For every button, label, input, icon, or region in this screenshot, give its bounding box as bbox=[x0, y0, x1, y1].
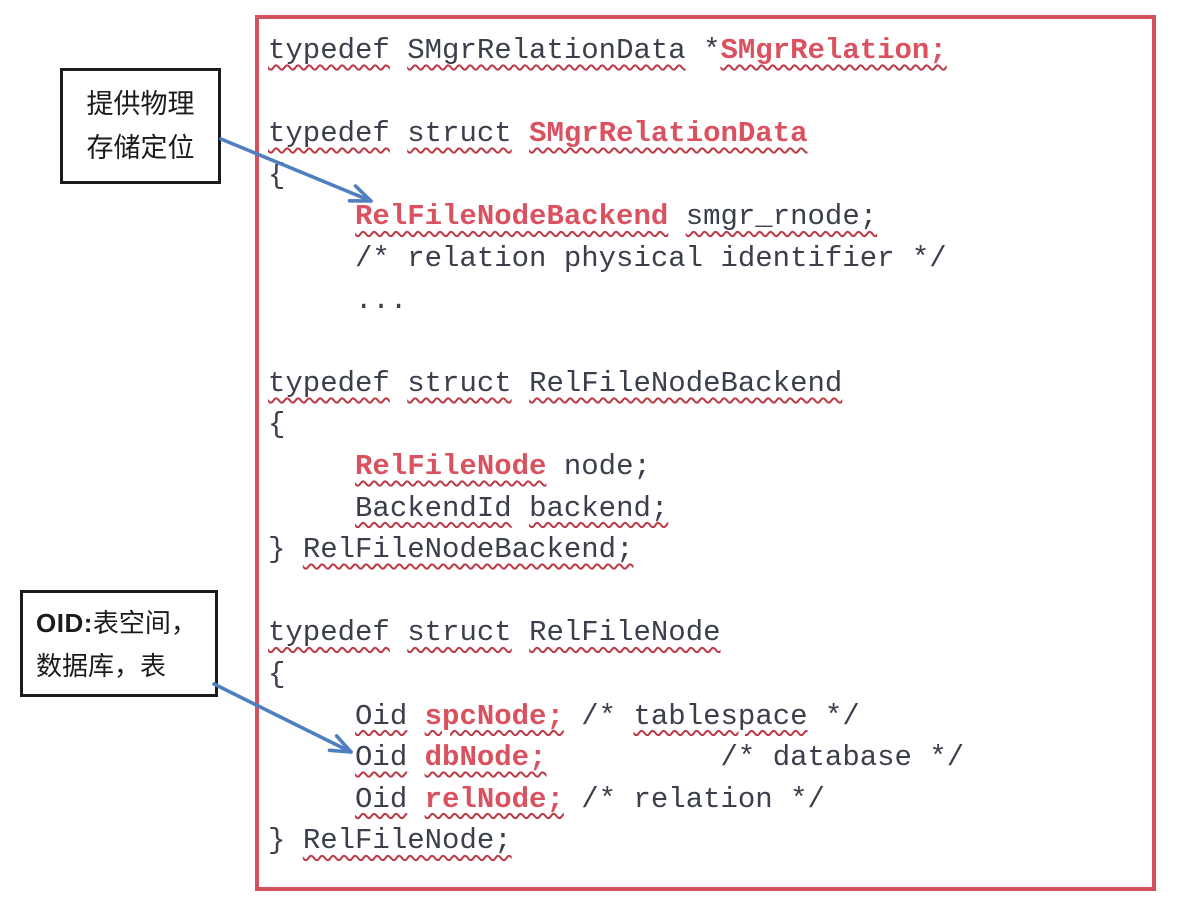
code-token: SMgrRelationData bbox=[407, 34, 686, 67]
code-token bbox=[668, 200, 685, 233]
code-line bbox=[268, 571, 1148, 613]
code-token-highlight: spcNode; bbox=[424, 699, 564, 733]
annotation-line: 提供物理 bbox=[86, 89, 195, 119]
code-token-highlight: relNode; bbox=[424, 782, 564, 816]
code-token bbox=[407, 783, 424, 816]
code-token bbox=[268, 200, 355, 233]
code-line: /* relation physical identifier */ bbox=[268, 238, 1148, 280]
code-line: Oid relNode; /* relation */ bbox=[268, 779, 1148, 821]
code-token bbox=[512, 492, 529, 525]
code-line: typedef struct SMgrRelationData bbox=[268, 113, 1148, 155]
code-line: ... bbox=[268, 280, 1148, 322]
code-token bbox=[390, 367, 407, 400]
code-token: Oid bbox=[355, 699, 408, 733]
code-token-highlight: RelFileNodeBackend bbox=[355, 200, 669, 234]
code-line: { bbox=[268, 404, 1148, 446]
code-token-highlight: RelFileNode bbox=[355, 449, 547, 483]
code-line: BackendId backend; bbox=[268, 488, 1148, 530]
code-token bbox=[268, 741, 355, 774]
code-token bbox=[390, 616, 407, 649]
code-token: Oid bbox=[355, 782, 408, 816]
code-token: { bbox=[268, 408, 286, 442]
annotation-line-text: 表空间， bbox=[92, 609, 197, 638]
code-token: /* relation */ bbox=[563, 782, 825, 816]
code-line: RelFileNode node; bbox=[268, 446, 1148, 488]
annotation-line: 数据库，表 bbox=[36, 652, 167, 681]
annotation-box-physical-storage: 提供物理 存储定位 bbox=[60, 68, 221, 184]
code-token bbox=[512, 117, 529, 150]
code-token-highlight: SMgrRelationData bbox=[529, 117, 808, 151]
code-token: { bbox=[268, 657, 286, 691]
code-token-highlight: SMgrRelation; bbox=[720, 34, 947, 67]
code-token: smgr_rnode; bbox=[685, 200, 878, 234]
code-token: ... bbox=[268, 283, 408, 317]
code-token: BackendId bbox=[355, 491, 512, 525]
code-token: node; bbox=[546, 449, 651, 483]
code-line: { bbox=[268, 155, 1148, 197]
code-token: */ bbox=[807, 699, 860, 733]
code-line: RelFileNodeBackend smgr_rnode; bbox=[268, 196, 1148, 238]
code-token: struct bbox=[407, 117, 512, 151]
code-token: { bbox=[268, 158, 286, 192]
annotation-line: OID:表空间， bbox=[36, 602, 215, 645]
code-line: Oid spcNode; /* tablespace */ bbox=[268, 696, 1148, 738]
code-token: } bbox=[268, 824, 303, 858]
code-token: struct bbox=[407, 616, 512, 650]
code-token: typedef bbox=[268, 34, 390, 67]
code-token: typedef bbox=[268, 366, 390, 400]
code-line: } RelFileNode; bbox=[268, 820, 1148, 862]
code-token bbox=[390, 117, 407, 150]
code-token: typedef bbox=[268, 117, 390, 151]
code-token: RelFileNode; bbox=[302, 824, 512, 858]
code-token bbox=[407, 741, 424, 774]
code-line: typedef struct RelFileNode bbox=[268, 612, 1148, 654]
code-token: struct bbox=[407, 366, 512, 400]
code-token bbox=[268, 492, 355, 525]
code-token: Oid bbox=[355, 741, 408, 775]
annotation-box-oid: OID:表空间， 数据库，表 bbox=[20, 590, 218, 697]
code-token bbox=[268, 783, 355, 816]
code-block: typedef SMgrRelationData *SMgrRelation; … bbox=[268, 30, 1148, 862]
code-token: RelFileNodeBackend bbox=[529, 366, 843, 400]
code-token bbox=[268, 700, 355, 733]
code-token: RelFileNode bbox=[529, 616, 721, 650]
code-line: { bbox=[268, 654, 1148, 696]
oid-label: OID: bbox=[36, 608, 93, 638]
code-line: typedef SMgrRelationData *SMgrRelation; bbox=[268, 30, 1148, 72]
code-token: tablespace bbox=[633, 699, 808, 733]
code-token: typedef bbox=[268, 616, 390, 650]
code-token: backend; bbox=[529, 491, 669, 525]
code-token: /* bbox=[563, 699, 634, 733]
code-token: } bbox=[268, 533, 303, 567]
code-line bbox=[268, 321, 1148, 363]
code-token: /* database */ bbox=[546, 741, 965, 775]
annotation-line: 存储定位 bbox=[86, 133, 195, 163]
code-token bbox=[390, 34, 407, 67]
code-token bbox=[512, 616, 529, 649]
code-line: typedef struct RelFileNodeBackend bbox=[268, 363, 1148, 405]
code-token bbox=[268, 450, 355, 483]
code-token: * bbox=[685, 34, 721, 67]
code-line: Oid dbNode; /* database */ bbox=[268, 737, 1148, 779]
code-token bbox=[407, 700, 424, 733]
code-token: RelFileNodeBackend; bbox=[302, 533, 634, 567]
code-token: /* relation physical identifier */ bbox=[268, 241, 947, 275]
code-line: } RelFileNodeBackend; bbox=[268, 529, 1148, 571]
code-token-highlight: dbNode; bbox=[424, 741, 547, 775]
code-panel bbox=[255, 15, 1156, 891]
code-line bbox=[268, 72, 1148, 114]
code-token bbox=[512, 367, 529, 400]
